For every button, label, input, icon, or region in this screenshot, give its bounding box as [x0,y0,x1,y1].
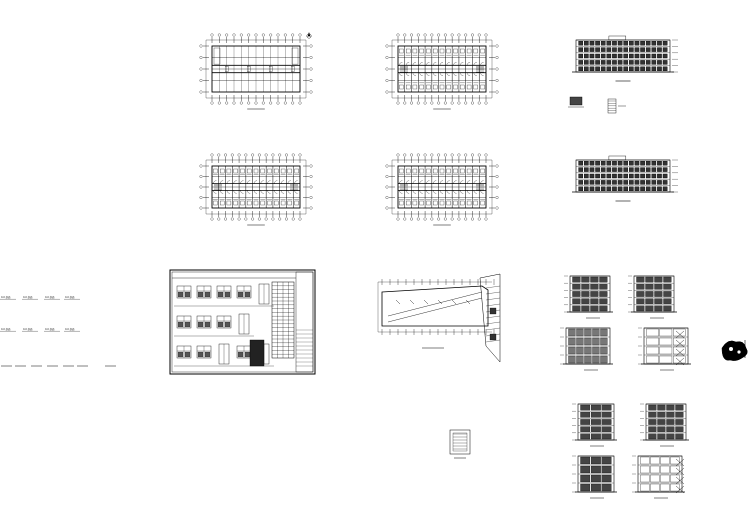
side-labels: 0-0 剖面 0-0 剖面 0-0 剖面 0-0 剖面 0-0 剖面 0-0 剖面 0-0 … [0,295,116,367]
section-label: 0-0 剖面 [1,295,11,299]
section-label: 0-0 剖面 [23,295,33,299]
section-label: 0-0 剖面 [65,327,75,331]
elevation-front [568,35,678,114]
plan-ground-floor [199,33,313,110]
plan-roof [377,273,501,363]
plan-upper-floor-a [385,33,499,110]
section-label: 0-0 剖面 [65,295,75,299]
north-arrow-symbol [306,32,748,361]
plan-upper-floor-b [199,153,313,226]
section-label: 0-0 剖面 [1,327,11,331]
detail-sections [449,275,691,499]
section-label: 0-0 剖面 [45,327,55,331]
section-label: 0-0 剖面 [23,327,33,331]
section-label: 0-0 剖面 [45,295,55,299]
plan-upper-floor-c [385,153,499,226]
elevation-rear [572,155,678,202]
schedule-sheet [169,269,316,375]
